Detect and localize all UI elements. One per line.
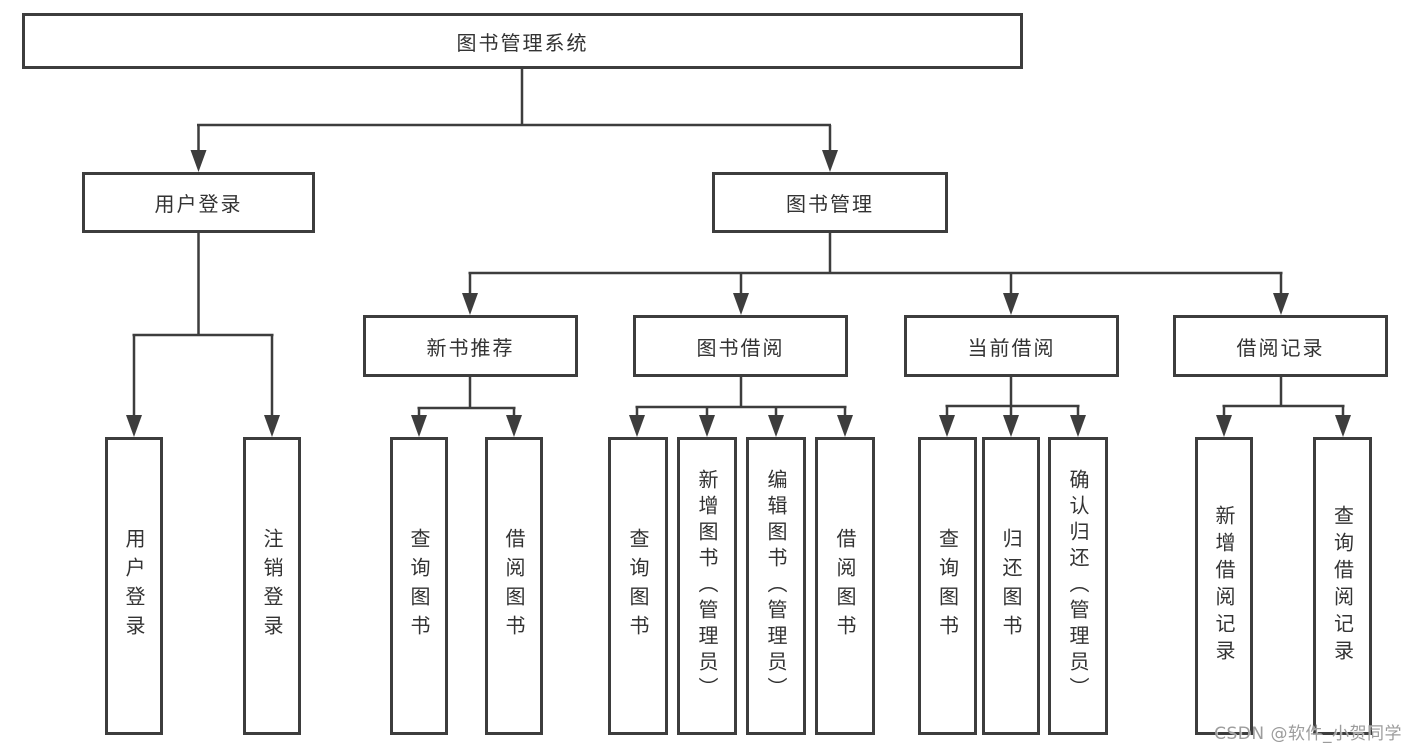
leaf-borrow-books: 借阅图书	[815, 437, 875, 735]
leaf-query-books-recommend: 查询图书	[390, 437, 448, 735]
node-borrowing-records: 借阅记录	[1173, 315, 1388, 377]
node-user-login-branch: 用户登录	[82, 172, 315, 233]
leaf-borrow-books-recommend: 借阅图书	[485, 437, 543, 735]
leaf-add-borrow-record: 新增借阅记录	[1195, 437, 1253, 735]
node-book-borrowing: 图书借阅	[633, 315, 848, 377]
node-current-borrowing: 当前借阅	[904, 315, 1119, 377]
leaf-confirm-return-admin: 确认归还（管理员）	[1048, 437, 1108, 735]
leaf-add-books-admin: 新增图书（管理员）	[677, 437, 737, 735]
leaf-query-books-borrowing: 查询图书	[608, 437, 668, 735]
node-library-management-system: 图书管理系统	[22, 13, 1023, 69]
leaf-edit-books-admin: 编辑图书（管理员）	[746, 437, 806, 735]
leaf-user-login: 用户登录	[105, 437, 163, 735]
leaf-logout: 注销登录	[243, 437, 301, 735]
node-book-management-branch: 图书管理	[712, 172, 948, 233]
leaf-return-books: 归还图书	[982, 437, 1040, 735]
leaf-query-borrow-record: 查询借阅记录	[1313, 437, 1372, 735]
csdn-watermark: CSDN @软件_小贺同学	[1214, 724, 1402, 744]
arrowhead	[190, 150, 207, 172]
leaf-query-books-current: 查询图书	[918, 437, 977, 735]
node-new-book-recommendation: 新书推荐	[363, 315, 578, 377]
